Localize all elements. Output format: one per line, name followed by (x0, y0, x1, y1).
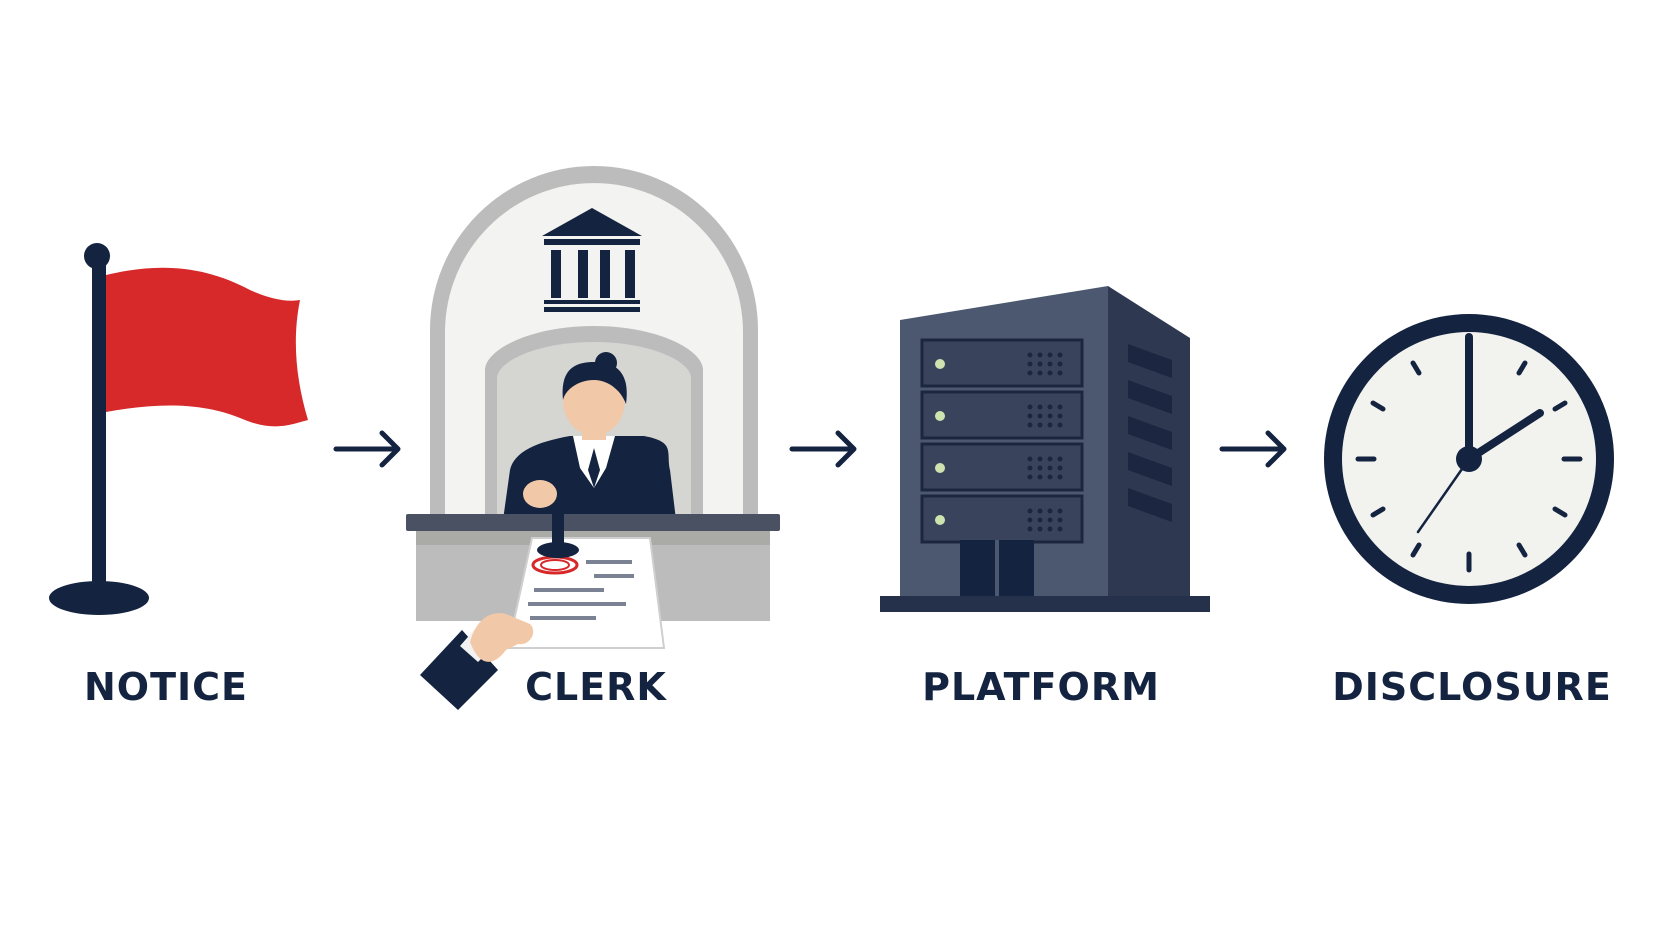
right-arrow-icon (789, 430, 857, 468)
step-label-platform: PLATFORM (922, 665, 1160, 709)
courthouse-emblem-icon (542, 208, 642, 312)
right-arrow-icon (333, 430, 401, 468)
server-rack-units (920, 338, 1084, 544)
right-arrow-icon (1219, 430, 1287, 468)
stamp-icon (531, 512, 579, 575)
hand-icon (420, 613, 534, 710)
step-label-clerk: CLERK (525, 665, 667, 709)
clock-icon (1324, 314, 1614, 604)
server-building-icon (880, 286, 1210, 612)
clerk-person (503, 352, 676, 520)
red-flag-icon (49, 243, 308, 615)
step-label-notice: NOTICE (83, 665, 249, 709)
courthouse-clerk-icon (406, 166, 780, 710)
step-label-disclosure: DISCLOSURE (1332, 665, 1612, 709)
document-icon (506, 537, 666, 649)
